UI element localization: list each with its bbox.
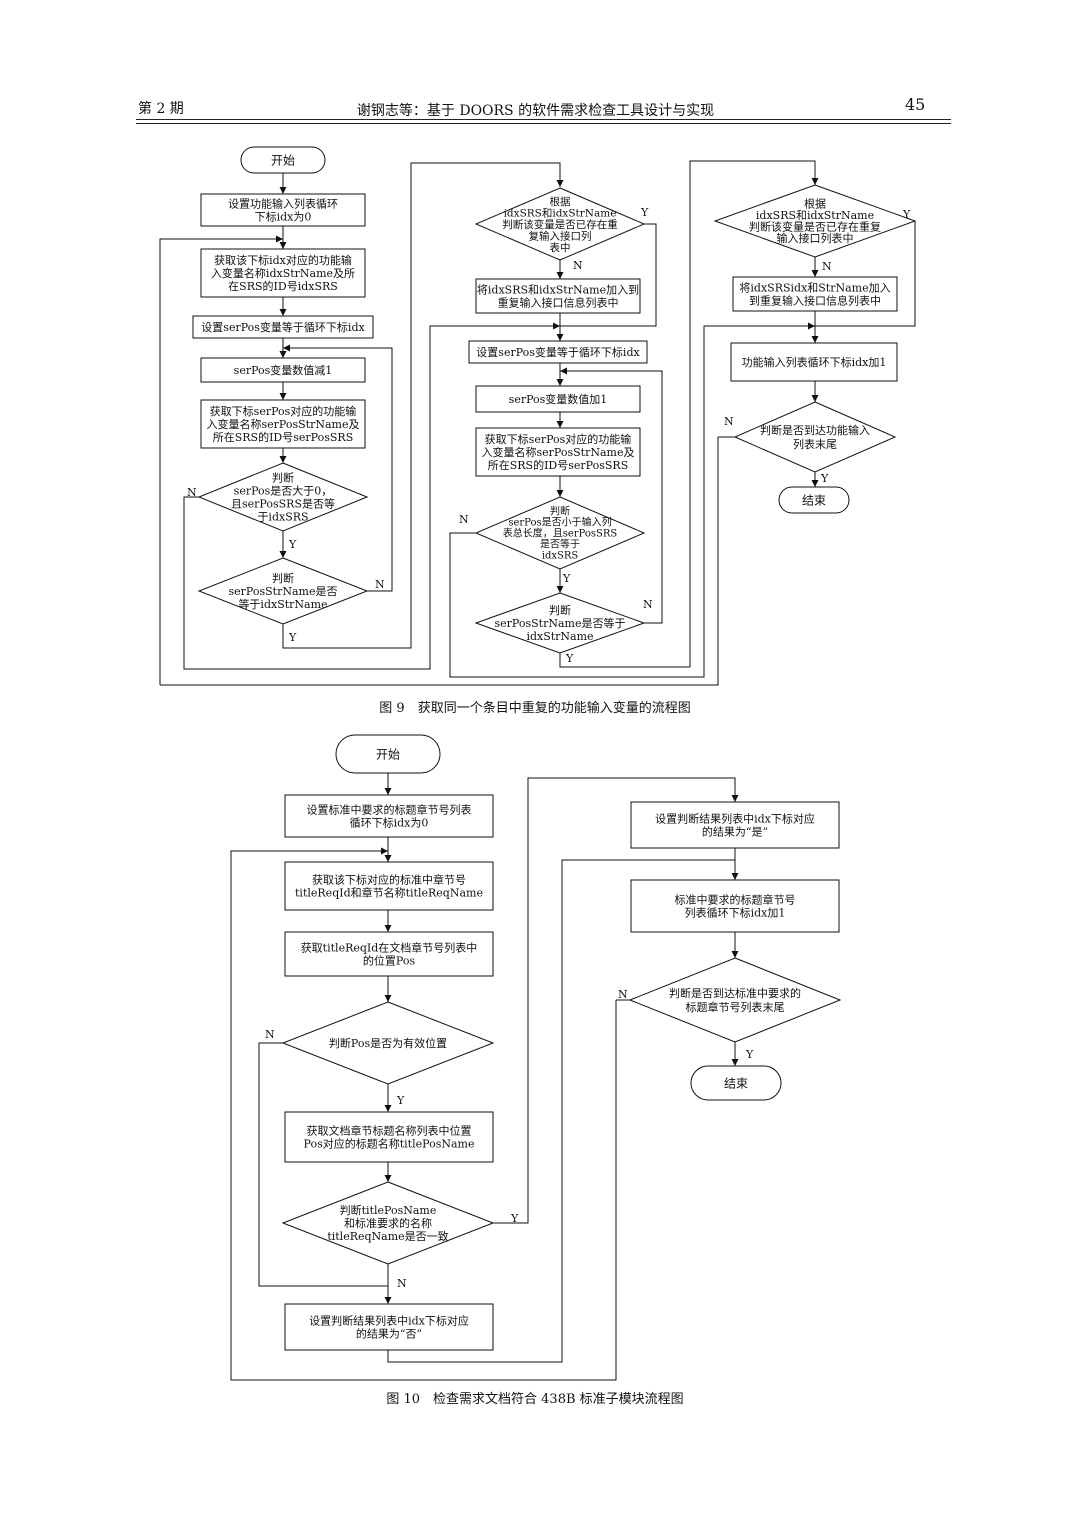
f10-judgepos-yes: Y xyxy=(396,1094,405,1107)
f9-judge4-no: N xyxy=(459,513,469,526)
connector xyxy=(387,859,739,1363)
f9-judge4-yes: Y xyxy=(562,572,571,585)
connector xyxy=(230,847,617,1381)
f9-judge2-no: N xyxy=(375,578,385,591)
f10-end-text: 结束 xyxy=(724,1076,748,1090)
f10-judgepos-no: N xyxy=(265,1028,275,1041)
f10-end-terminal xyxy=(690,1065,782,1101)
f9-get-serpos-2-text: 获取下标serPos对应的功能输入变量名称serPosStrName及所在SRS… xyxy=(482,432,635,472)
connector xyxy=(449,322,815,678)
f9-judge-7-decision xyxy=(733,401,897,473)
f9-judge1-no: N xyxy=(187,486,197,499)
connector xyxy=(283,344,393,592)
f9-add-1-box xyxy=(475,278,641,314)
f10-caption: 图 10 检查需求文档符合 438B 标准子模块流程图 xyxy=(386,1391,683,1407)
page-number: 45 xyxy=(905,95,926,114)
f9-caption: 图 9 获取同一个条目中重复的功能输入变量的流程图 xyxy=(379,700,690,716)
f10-set-yes-text: 设置判断结果列表中idx下标对应的结果为“是” xyxy=(655,811,815,838)
f9-judge5-no: N xyxy=(643,598,653,611)
f10-get-req-box xyxy=(284,861,494,911)
f10-inc-idx-text: 标准中要求的标题章节号列表循环下标idx加1 xyxy=(675,892,796,919)
f9-set-serpos-2-text: 设置serPos变量等于循环下标idx xyxy=(476,345,640,359)
f9-judge5-yes: Y xyxy=(565,652,574,665)
f9-inc-idx-box xyxy=(730,342,898,382)
f10-get-pos-text: 获取titleReqId在文档章节号列表中的位置Pos xyxy=(301,940,478,967)
f9-inc-serpos-box xyxy=(475,385,641,413)
connector xyxy=(493,777,739,1224)
journal-issue: 第 2 期 xyxy=(138,101,184,117)
f10-set-no-text: 设置判断结果列表中idx下标对应的结果为“否” xyxy=(309,1313,469,1340)
f10-judge-pos-text: 判断Pos是否为有效位置 xyxy=(329,1036,447,1050)
f9-end-terminal xyxy=(778,486,850,514)
f9-start-text: 开始 xyxy=(271,153,295,167)
f10-judge-end-decision xyxy=(628,957,842,1043)
connector xyxy=(559,160,819,668)
connector xyxy=(560,367,663,624)
f10-init-text: 设置标准中要求的标题章节号列表循环下标idx为0 xyxy=(307,802,472,829)
connector xyxy=(282,162,564,649)
f9-end-text: 结束 xyxy=(802,493,826,507)
connector xyxy=(258,1042,388,1287)
f9-get-var-text: 获取该下标idx对应的功能输入变量名称idxStrName及所在SRS的ID号i… xyxy=(211,253,355,293)
connector xyxy=(160,436,735,686)
f9-judge2-yes: Y xyxy=(288,631,297,644)
f9-judge7-no: N xyxy=(724,415,734,428)
connector xyxy=(159,235,283,685)
connector xyxy=(183,322,560,670)
f10-judgeend-no: N xyxy=(618,988,628,1001)
f10-start-text: 开始 xyxy=(376,747,400,761)
f9-get-serpos-2-box xyxy=(475,427,641,477)
connector xyxy=(815,221,916,327)
connector xyxy=(560,223,657,327)
header-rule-thick xyxy=(136,119,951,121)
f10-get-pos-box xyxy=(284,931,494,977)
f10-judgename-no: N xyxy=(397,1277,407,1290)
f10-judgename-yes: Y xyxy=(510,1212,519,1225)
f9-judge1-yes: Y xyxy=(288,538,297,551)
f9-judge3-no: N xyxy=(573,259,583,272)
header-rule-thin xyxy=(136,123,951,124)
f10-set-no-box xyxy=(284,1303,494,1351)
f9-get-serpos-1-text: 获取下标serPos对应的功能输入变量名称serPosStrName及所在SRS… xyxy=(207,404,360,444)
f10-get-title-box xyxy=(284,1111,494,1163)
f9-set-serpos-2-box xyxy=(468,340,648,364)
running-title: 谢钢志等：基于 DOORS 的软件需求检查工具设计与实现 xyxy=(356,103,715,119)
f9-dec-serpos-text: serPos变量数值减1 xyxy=(234,363,333,377)
f9-judge7-yes: Y xyxy=(820,472,829,485)
f9-inc-idx-text: 功能输入列表循环下标idx加1 xyxy=(742,355,887,369)
f9-judge3-yes: Y xyxy=(640,206,649,219)
f9-add-1-text: 将idxSRS和idxStrName加入到重复输入接口信息列表中 xyxy=(477,283,639,309)
f10-judge-end-text: 判断是否到达标准中要求的标题章节号列表末尾 xyxy=(669,986,801,1014)
f10-judgeend-yes: Y xyxy=(745,1048,754,1061)
f9-init-text: 设置功能输入列表循环下标idx为0 xyxy=(228,196,338,223)
f9-inc-serpos-text: serPos变量数值加1 xyxy=(509,392,608,406)
f9-judge6-no: N xyxy=(822,260,832,273)
f10-init-box xyxy=(284,794,494,838)
f9-judge6-yes: Y xyxy=(902,208,911,221)
f9-add-2-text: 将idxSRSidx和StrName加入到重复输入接口信息列表中 xyxy=(739,281,890,307)
f9-set-serpos-1-text: 设置serPos变量等于循环下标idx xyxy=(201,320,365,334)
f9-judge-7-text: 判断是否到达功能输入列表末尾 xyxy=(760,423,870,451)
